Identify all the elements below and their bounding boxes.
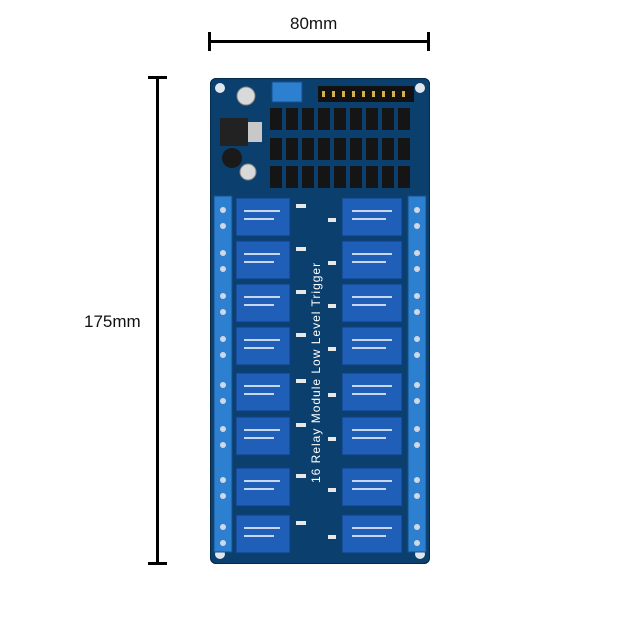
capacitor (239, 163, 257, 181)
height-dimension-label: 175mm (84, 312, 141, 331)
terminal-strip-right (407, 195, 427, 553)
width-dimension-tick-left (208, 32, 211, 51)
mounting-hole (215, 83, 225, 93)
width-dimension-label: 80mm (290, 14, 338, 33)
power-terminal (271, 81, 303, 103)
width-dimension-line (209, 40, 429, 43)
inductor (222, 148, 242, 168)
height-dimension-tick-top (148, 76, 167, 79)
height-dimension-line (156, 77, 159, 564)
terminal-strip-left (213, 195, 233, 553)
relay-column-right (341, 197, 403, 554)
width-dimension-tick-right (427, 32, 430, 51)
relay-column-left (235, 197, 291, 554)
pin-header (318, 86, 414, 102)
relay-board-photo: 16 Relay Module Low Level Trigger (210, 78, 430, 564)
relay-board-illustration: 16 Relay Module Low Level Trigger (213, 81, 427, 559)
capacitor (236, 86, 256, 106)
height-dimension-tick-bottom (148, 562, 167, 565)
voltage-regulator (220, 118, 248, 146)
board-silkscreen-text: 16 Relay Module Low Level Trigger (309, 262, 323, 483)
mounting-hole (415, 83, 425, 93)
